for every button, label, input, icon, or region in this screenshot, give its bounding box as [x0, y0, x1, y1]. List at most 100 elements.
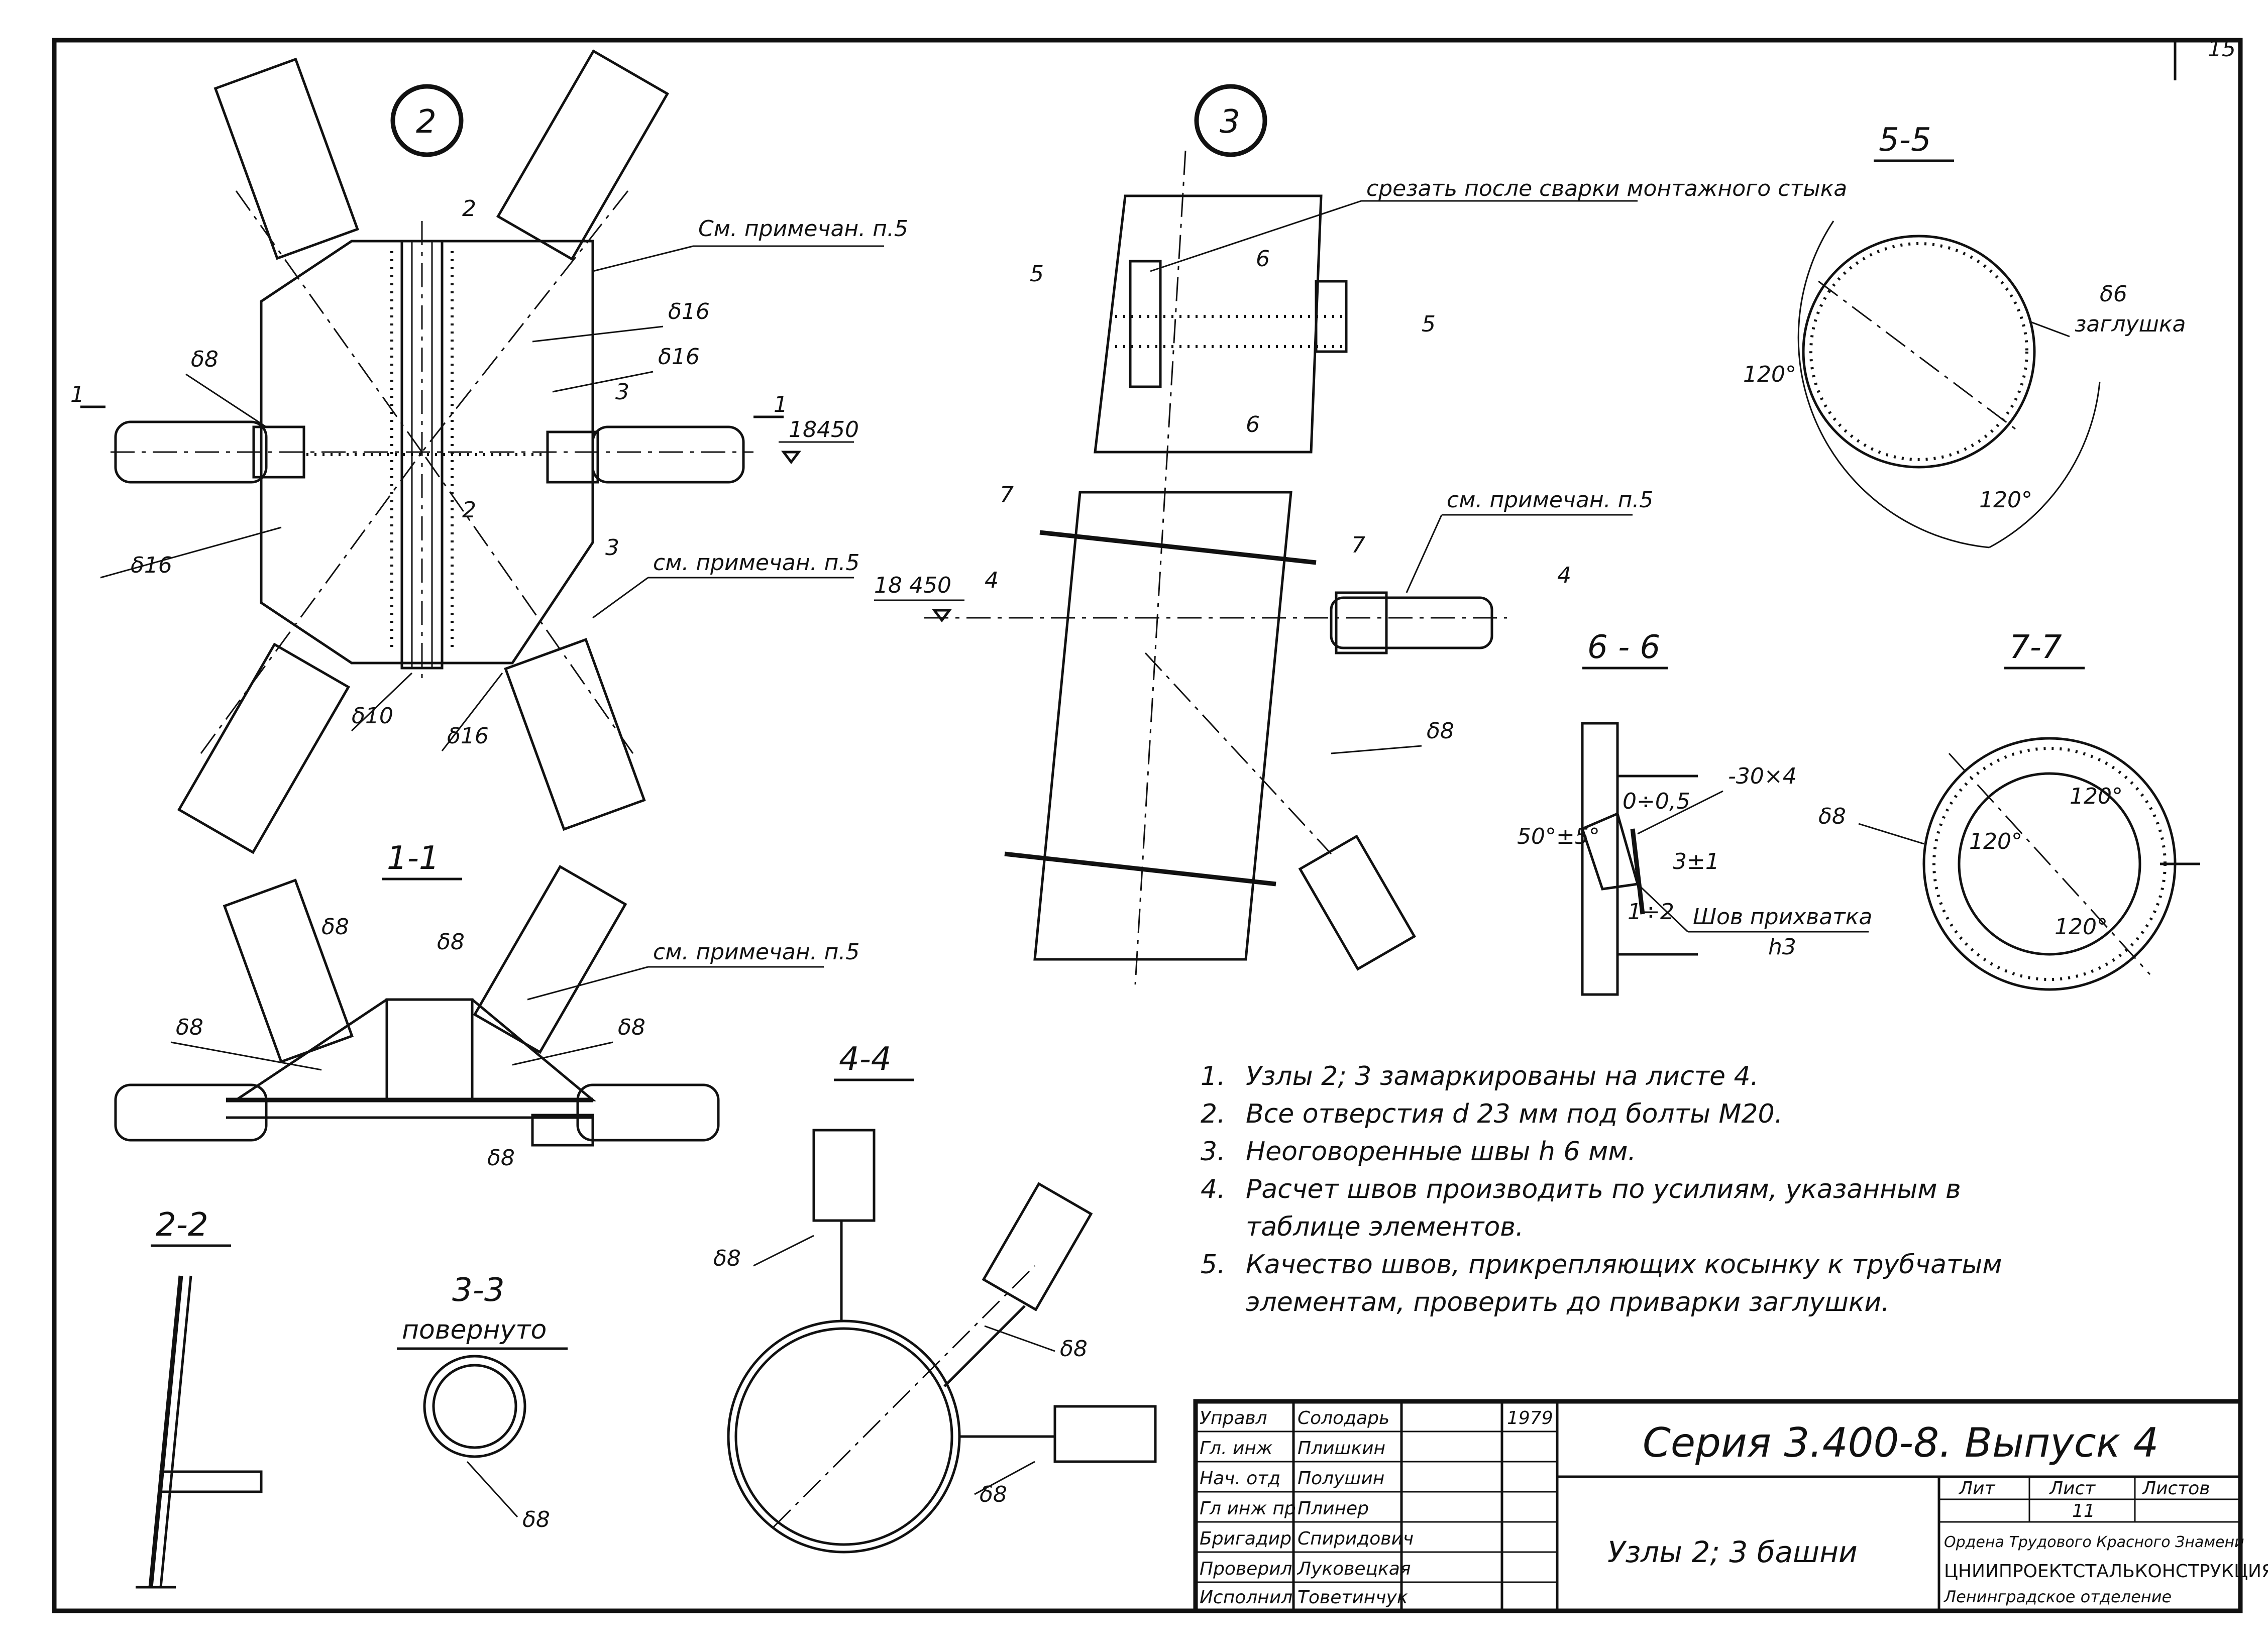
node-2-thickness-1: δ16	[668, 299, 710, 324]
section-7-7-angle-2: 120°	[1969, 829, 2022, 854]
section-5-5-angle-2: 120°	[1979, 487, 2032, 513]
section-5-5-thickness: δ6	[2100, 281, 2127, 307]
section-3-3: 3-3 повернуто δ8	[397, 1272, 568, 1532]
section-1-1-note: см. примечан. п.5	[653, 939, 859, 965]
node-2-cut-2-top: 2	[462, 196, 476, 222]
section-7-7: 7-7 δ8 120° 120° 120°	[1818, 629, 2200, 991]
note-3-text: Неоговоренные швы h 6 мм.	[1246, 1137, 1636, 1167]
node-3-tower-leg	[1033, 491, 1292, 961]
section-6-6-title: 6 - 6	[1587, 629, 1660, 666]
tb-col-sheet: Лист	[2048, 1478, 2096, 1499]
tb-name-7: Товетинчук	[1298, 1587, 1408, 1608]
section-1-1: 1-1 δ8 δ8 δ8 δ8 δ8 см. примечан. п.5	[114, 840, 859, 1171]
tb-role-2: Гл. инж	[1200, 1438, 1273, 1459]
node-3-view: 3 срезать после сварки монтажного стыка …	[874, 84, 1847, 985]
note-4-line-2: таблице элементов.	[1246, 1212, 1524, 1242]
node-3-upper-pipe	[1094, 194, 1323, 454]
tb-name-1: Солодарь	[1298, 1408, 1389, 1428]
tb-name-2: Плишкин	[1298, 1438, 1385, 1459]
section-7-7-title: 7-7	[2009, 629, 2062, 666]
node-2-cut-3-bottom: 3	[605, 535, 619, 561]
section-5-5-pipe	[1802, 235, 2036, 469]
section-6-6-gap: 0÷0,5	[1623, 789, 1690, 814]
section-3-3-thickness: δ8	[522, 1507, 550, 1532]
node-2-marker	[390, 84, 464, 157]
tb-name-6: Луковецкая	[1297, 1559, 1411, 1579]
note-2-number: 2.	[1201, 1099, 1226, 1129]
node-2-thickness-2: δ16	[658, 344, 700, 370]
section-4-4-thickness-3: δ8	[980, 1482, 1007, 1507]
section-5-5: 5-5 δ6 заглушка 120° 120°	[1743, 122, 2186, 548]
note-4-number: 4.	[1201, 1174, 1226, 1204]
tb-name-5: Спиридович	[1298, 1528, 1414, 1549]
section-1-1-thickness-1: δ8	[321, 914, 349, 940]
section-3-3-title: 3-3	[452, 1272, 505, 1309]
node-3-elevation: 18 450	[874, 573, 951, 598]
section-1-1-title: 1-1	[387, 840, 440, 877]
node-2-elevation: 18450	[789, 417, 859, 443]
section-6-6-weld: Шов прихватка	[1693, 904, 1872, 930]
section-4-4-thickness-1: δ8	[713, 1246, 741, 1271]
section-6-6-tol: 3±1	[1673, 849, 1719, 874]
sheet-frame	[52, 38, 2243, 1613]
node-2-diagonal-top-right	[496, 49, 670, 261]
section-1-1-thickness-2: δ8	[437, 929, 465, 955]
node-3-note: см. примечан. п.5	[1447, 487, 1653, 513]
node-2-note-bottom: см. примечан. п.5	[653, 550, 859, 576]
node-3-cut-6-bottom: 6	[1246, 412, 1260, 437]
tb-org-line-2: ЦНИИПРОЕКТСТАЛЬКОНСТРУКЦИЯ	[1944, 1561, 2268, 1582]
section-1-1-thickness-3: δ8	[176, 1015, 203, 1040]
tb-drawing-title: Узлы 2; 3 башни	[1607, 1535, 1858, 1569]
section-5-5-title: 5-5	[1879, 122, 1931, 159]
tb-col-lit: Лит	[1958, 1478, 1995, 1499]
node-2-diagonal-bottom-right	[504, 638, 646, 831]
node-3-cut-4-left: 4	[985, 568, 999, 593]
tb-col-sheets: Листов	[2141, 1478, 2210, 1499]
node-3-marker	[1194, 84, 1267, 157]
node-2-diagonal-bottom-left	[177, 642, 351, 854]
node-2-diagonal-top-left	[213, 57, 359, 260]
node-2-cut-3-top: 3	[615, 379, 629, 405]
note-4-line-1: Расчет швов производить по усилиям, указ…	[1246, 1174, 1961, 1204]
tb-role-7: Исполнил	[1200, 1587, 1292, 1608]
section-7-7-pipe	[1958, 772, 2141, 956]
section-6-6: 6 - 6 50°±5° 0÷0,5 -30×4 3±1 1÷2 Шов при…	[1517, 629, 1872, 996]
tb-series: Серия 3.400-8. Выпуск 4	[1643, 1419, 2158, 1466]
node-3-cut-label-1: срезать после сварки монтажного стыка	[1366, 176, 1847, 201]
node-2-right-pipe	[591, 425, 745, 484]
sheet-number: 15	[2208, 36, 2236, 62]
node-2-thickness-4: δ16	[131, 553, 172, 578]
title-block: Управл Солодарь Гл. инж Плишкин Нач. отд…	[1193, 1399, 2268, 1613]
tb-org-line-1: Ордена Трудового Красного Знамени	[1944, 1533, 2244, 1551]
section-3-3-subtitle: повернуто	[402, 1315, 547, 1345]
node-2-note-top: См. примечан. п.5	[698, 216, 908, 242]
section-7-7-angle-1: 120°	[2070, 784, 2123, 809]
section-6-6-pipe-wall	[1581, 722, 1619, 996]
section-1-1-gusset	[232, 998, 596, 1102]
section-5-5-plug: заглушка	[2075, 311, 2186, 337]
node-3-cut-5-right: 5	[1422, 311, 1436, 337]
section-2-2-title: 2-2	[156, 1206, 208, 1244]
tb-role-5: Бригадир	[1200, 1528, 1291, 1549]
tb-role-3: Нач. отд	[1200, 1468, 1280, 1489]
section-3-3-pipe	[423, 1355, 526, 1458]
node-2-thickness-3: δ8	[191, 347, 219, 372]
tb-org-line-3: Ленинградское отделение	[1943, 1587, 2172, 1606]
note-3-number: 3.	[1201, 1137, 1226, 1167]
section-1-1-thickness-5: δ8	[487, 1145, 515, 1171]
node-2-cut-1-left: 1	[70, 382, 84, 407]
node-3-cut-7-right: 7	[1351, 532, 1365, 558]
note-5-number: 5.	[1201, 1250, 1226, 1280]
tb-role-6: Проверил	[1200, 1559, 1292, 1579]
note-1-number: 1.	[1201, 1061, 1226, 1091]
node-2-view: 2 2	[70, 49, 908, 854]
note-5-line-2: элементам, проверить до приварки заглушк…	[1246, 1287, 1890, 1317]
tb-role-1: Управл	[1200, 1408, 1267, 1428]
section-4-4-thickness-2: δ8	[1060, 1336, 1088, 1362]
node-2-left-pipe	[114, 420, 268, 484]
section-5-5-angle-1: 120°	[1743, 362, 1796, 387]
node-3-cut-5-left: 5	[1030, 261, 1044, 287]
section-4-4-leg	[727, 1319, 961, 1554]
